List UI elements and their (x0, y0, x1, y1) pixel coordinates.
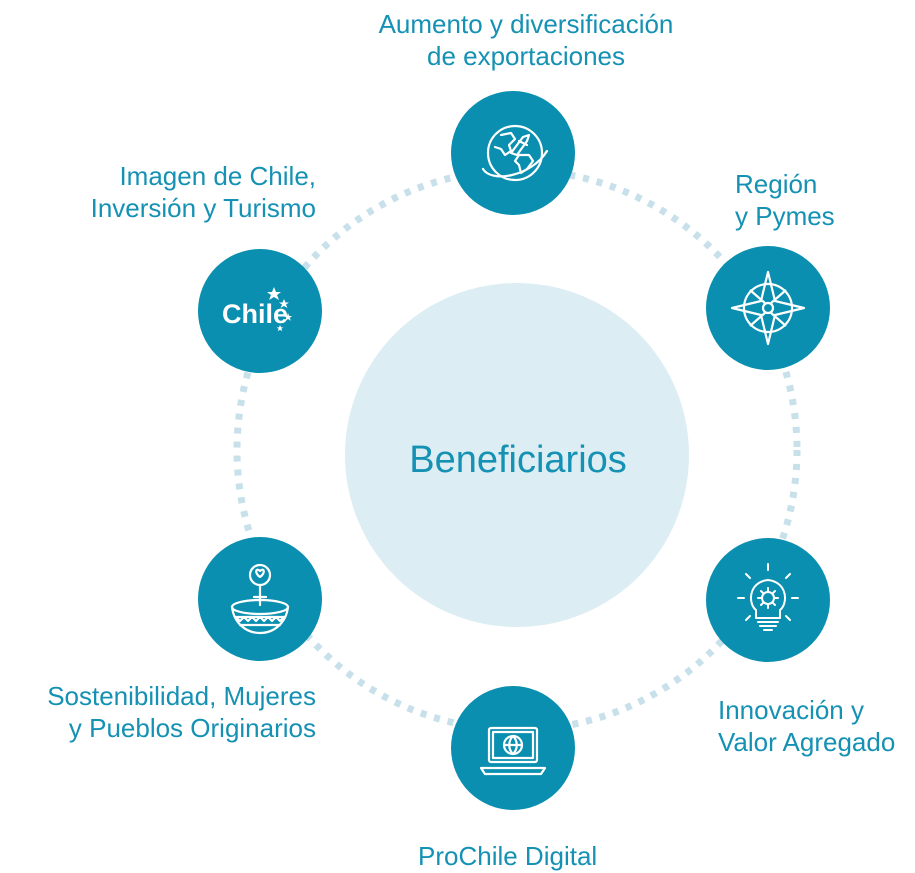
basket-female-symbol-icon (230, 563, 290, 635)
label-region-line-2: y Pymes (735, 201, 835, 231)
label-digital: ProChile Digital (418, 840, 597, 872)
label-innovacion: Innovación y Valor Agregado (718, 694, 895, 758)
label-sostenibilidad: Sostenibilidad, Mujeres y Pueblos Origin… (14, 680, 316, 744)
label-sostenibilidad-line-2: y Pueblos Originarios (68, 713, 316, 743)
label-digital-line-1: ProChile Digital (418, 841, 598, 871)
node-exportaciones (451, 91, 575, 215)
chile-logo-text: Chile (222, 299, 289, 329)
compass-rose-icon (730, 270, 806, 346)
node-sostenibilidad (198, 537, 322, 661)
center-label: Beneficiarios (409, 439, 627, 481)
label-region: Región y Pymes (735, 168, 835, 232)
label-innovacion-line-2: Valor Agregado (718, 727, 896, 757)
label-exportaciones-line-1: Aumento y diversificación (378, 9, 674, 39)
node-innovacion (706, 538, 830, 662)
center-circle (345, 283, 689, 627)
node-digital (451, 686, 575, 810)
chile-logo-icon (267, 287, 293, 332)
laptop-globe-icon (479, 726, 547, 776)
lightbulb-gear-icon (737, 563, 799, 631)
node-imagen (198, 249, 322, 373)
globe-airplane-icon (481, 124, 549, 182)
label-imagen: Imagen de Chile, Inversión y Turismo (50, 160, 316, 224)
label-imagen-line-2: Inversión y Turismo (90, 193, 316, 223)
label-sostenibilidad-line-1: Sostenibilidad, Mujeres (47, 681, 316, 711)
label-innovacion-line-1: Innovación y (718, 695, 864, 725)
node-region (706, 246, 830, 370)
label-imagen-line-1: Imagen de Chile, (119, 161, 316, 191)
label-exportaciones: Aumento y diversificación de exportacion… (362, 8, 690, 72)
label-region-line-1: Región (735, 169, 818, 199)
label-exportaciones-line-2: de exportaciones (426, 41, 626, 71)
